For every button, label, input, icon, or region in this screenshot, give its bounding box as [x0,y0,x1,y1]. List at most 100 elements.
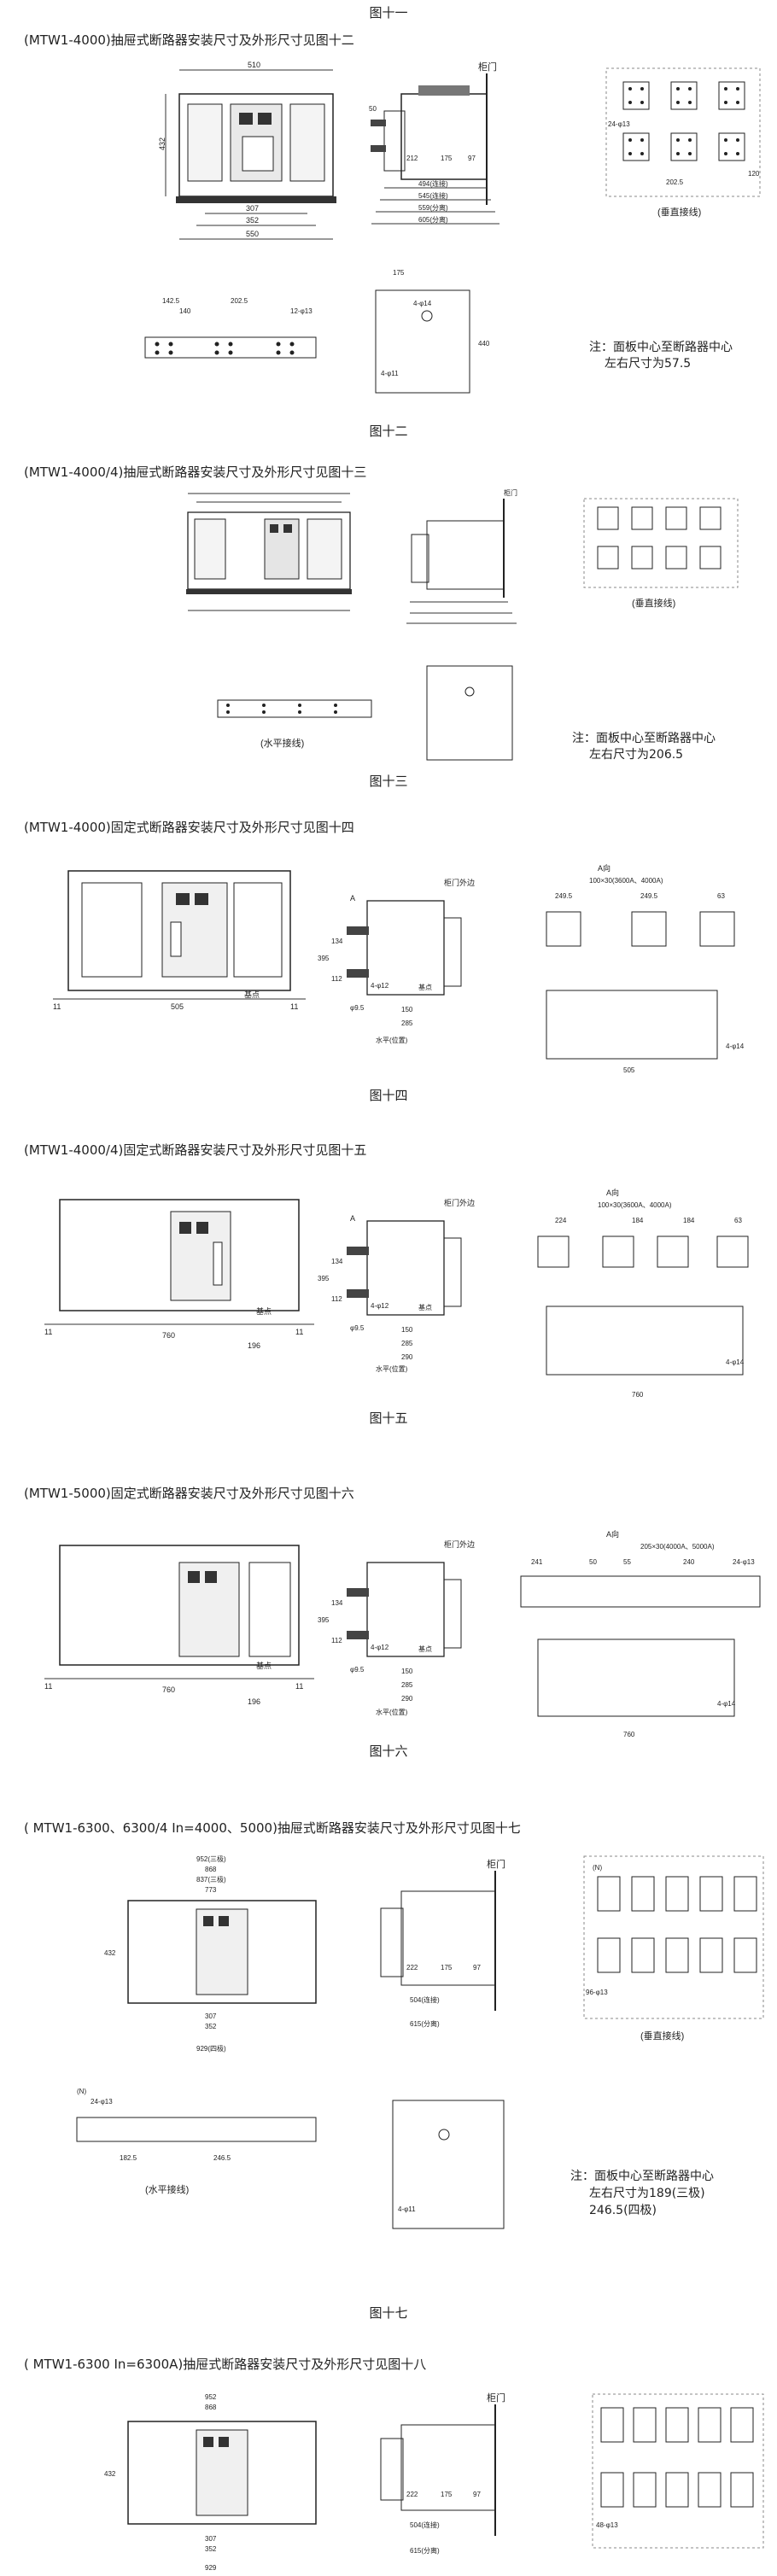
dim-395-16: 395 [318,1616,330,1624]
dim-868: 868 [205,1866,217,1873]
dim-249-5: 249.5 [555,892,573,900]
dim-175b: 175 [393,269,405,277]
dim-12-phi13: 12-φ13 [290,307,313,315]
fig13-vertical-wiring: (垂直接线) [583,498,739,609]
note-fig12-line1: 注：面板中心至断路器中心 [589,341,733,354]
busbar-spec-14: 100×30(3600A、4000A) [589,877,663,885]
dim-760-16: 760 [162,1685,175,1694]
dim-952: 952(三极) [196,1855,226,1863]
dim-246-5: 246.5 [213,2154,231,2162]
dim-112: 112 [331,975,342,983]
dim-615-18: 615(分离) [410,2546,440,2555]
dim-760: 760 [162,1331,175,1340]
fig14-side-view: 柜门外边 A 395 134 112 4-φ12 基点 φ9.5 150 285… [318,878,475,1044]
dim-phi9-5-15: φ9.5 [350,1324,365,1332]
fig16-side-view: 柜门外边 395 134 112 4-φ12 基点 φ9.5 150 285 2… [318,1539,475,1716]
figure-caption-11: 图十一 [369,5,408,20]
dim-184b: 184 [683,1217,695,1224]
label-door-17: 柜门 [487,1858,505,1870]
dim-112-16: 112 [331,1637,342,1644]
dim-97-17: 97 [473,1964,481,1971]
fig13-side-view: 柜门 [406,488,517,624]
busbar-spec-15: 100×30(3600A、4000A) [598,1201,672,1209]
fig15-front-view: 11 11 760 基点 196 [44,1199,314,1350]
fig12-front-view: 510 432 307 352 550 [158,61,336,240]
label-datum-14b: 基点 [418,983,432,991]
label-door: 柜门 [478,61,497,73]
dim-550: 550 [246,230,259,238]
fig17-vertical-wiring: (N) 96-φ13 (垂直接线) [583,1855,764,2042]
fig17-mounting-plate: 4-φ11 [392,2100,505,2229]
dim-352: 352 [246,216,259,225]
dim-440: 440 [478,340,490,348]
dim-868-18: 868 [205,2404,217,2411]
section-title-fig14: (MTW1-4000)固定式断路器安装尺寸及外形尺寸见图十四 [24,820,354,835]
dim-307: 307 [246,204,259,213]
section-title-fig12: (MTW1-4000)抽屉式断路器安装尺寸及外形尺寸见图十二 [24,32,354,48]
dim-4-phi14-16: 4-φ14 [717,1700,736,1708]
dim-545: 545(连接) [418,191,448,200]
figure-caption-13: 图十三 [369,774,408,789]
dim-760-16b: 760 [623,1731,635,1738]
fig18-vertical-wiring: 48-φ13 [592,2393,764,2549]
dim-222-18: 222 [406,2491,418,2498]
fig12-mounting-plate: 175 4-φ14 440 4-φ11 [375,269,490,394]
label-vertical-wiring-13: (垂直接线) [632,597,675,609]
dim-182-5: 182.5 [120,2154,137,2162]
dim-432-18: 432 [104,2470,116,2478]
dim-241: 241 [531,1558,543,1566]
fig15-side-view: 柜门外边 A 395 134 112 4-φ12 基点 φ9.5 150 285… [318,1198,475,1373]
fig13-mounting-plate [426,665,513,761]
fig15-busbar-and-plate: A向 100×30(3600A、4000A) 224 184 184 63 76… [537,1188,749,1399]
note-fig13-line1: 注：面板中心至断路器中心 [572,732,716,745]
figure-caption-16: 图十六 [369,1744,408,1759]
label-view-A-14: A [350,894,355,902]
dim-432-17: 432 [104,1949,116,1957]
note-fig17-line1: 注：面板中心至断路器中心 [570,2170,714,2183]
label-datum-15: 基点 [256,1306,272,1316]
dim-837: 837(三极) [196,1875,226,1884]
dim-175-18: 175 [441,2491,453,2498]
dim-4-phi14: 4-φ14 [413,300,432,307]
dim-4-phi12-15: 4-φ12 [371,1302,389,1310]
dim-307-18: 307 [205,2535,217,2543]
dim-184: 184 [632,1217,644,1224]
label-n-17b: (N) [77,2088,86,2095]
dim-285: 285 [401,1019,413,1027]
fig13-horizontal-busbar: (水平接线) [217,699,372,749]
label-door-13: 柜门 [504,488,517,497]
label-horizontal-position-16: 水平(位置) [376,1708,408,1716]
label-A-dir-14: A向 [598,863,610,873]
section-title-fig13: (MTW1-4000/4)抽屉式断路器安装尺寸及外形尺寸见图十三 [24,464,367,480]
dim-24-phi13-17: 24-φ13 [91,2098,113,2106]
label-n-17: (N) [593,1864,602,1872]
section-title-fig16: (MTW1-5000)固定式断路器安装尺寸及外形尺寸见图十六 [24,1486,354,1501]
note-fig13-line2: 左右尺寸为206.5 [589,748,684,762]
dim-240: 240 [683,1558,695,1566]
label-vertical-wiring-17: (垂直接线) [640,2030,684,2042]
dim-290-16: 290 [401,1695,413,1703]
figure-caption-12: 图十二 [369,423,408,439]
dim-4-phi12-16: 4-φ12 [371,1644,389,1651]
fig18-front-view: 952 868 432 307 352 929 [104,2393,317,2572]
label-door-edge-14: 柜门外边 [444,878,475,887]
dim-249-5b: 249.5 [640,892,658,900]
dim-222: 222 [406,1964,418,1971]
dim-285-16: 285 [401,1681,413,1689]
section-title-fig17: ( MTW1-6300、6300/4 In=4000、5000)抽屉式断路器安装… [24,1820,521,1836]
label-door-edge-16: 柜门外边 [444,1539,475,1549]
dim-615: 615(分离) [410,2019,440,2028]
dim-760b: 760 [632,1391,644,1399]
label-datum-15b: 基点 [418,1303,432,1311]
dim-196-16: 196 [248,1697,260,1706]
label-A-dir-16: A向 [606,1529,619,1539]
label-datum-16b: 基点 [418,1644,432,1653]
dim-4-phi11: 4-φ11 [381,370,399,377]
dim-605: 605(分离) [418,215,448,224]
label-datum-14: 基点 [244,990,260,999]
dim-11-15b: 11 [295,1328,303,1336]
dim-4-phi11-17: 4-φ11 [398,2205,416,2213]
label-datum-16: 基点 [256,1661,272,1670]
fig17-front-view: 952(三极) 868 837(三极) 773 432 307 352 929(… [104,1855,317,2053]
